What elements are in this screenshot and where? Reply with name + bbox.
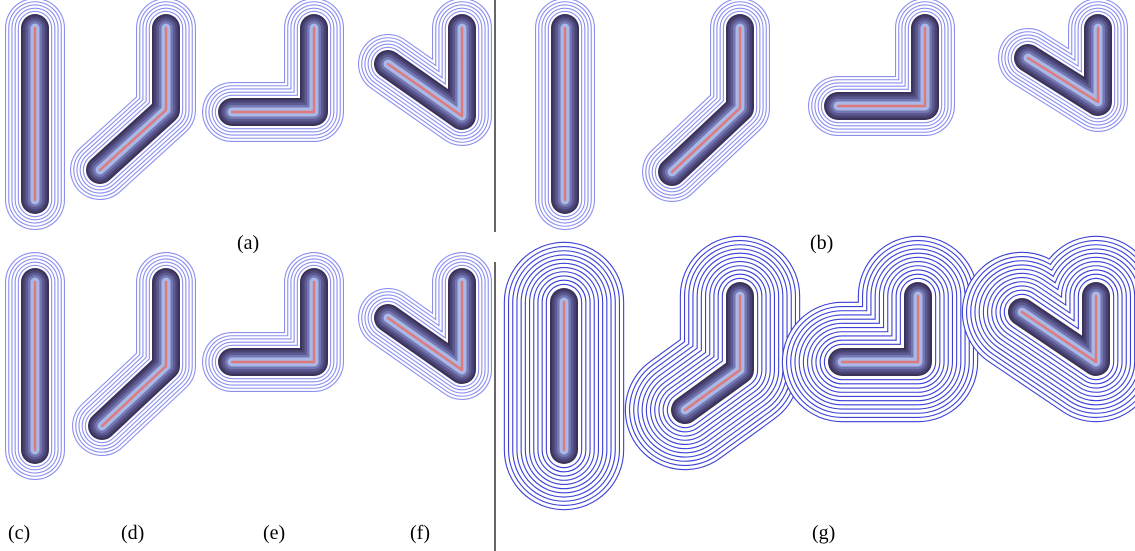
skeleton-line [230,26,316,114]
skeleton-line [98,26,168,172]
skeleton-line [1020,294,1098,364]
skeleton-line [683,294,742,412]
skeleton-line [386,280,464,372]
shape-b-angled [642,0,770,202]
shapes-layer [5,0,1135,511]
shape-a-vshape [358,0,492,146]
shape-g-angled [624,235,801,471]
skeleton-line [100,280,168,428]
skeleton-line [836,26,927,108]
shape-body-layer [218,268,328,376]
shape-b-lshape [808,0,955,136]
skeleton-line [670,26,742,174]
shape-a-angled [70,0,196,200]
caption-f: (f) [410,522,430,544]
skeleton-line [1026,26,1100,104]
skeleton-line [386,26,464,118]
caption-d: (d) [121,522,145,544]
shape-g-vshape [961,235,1135,423]
shape-e-lshape [202,252,344,392]
skeleton-line [840,294,920,364]
shape-b-vshape [998,0,1128,132]
caption-c: (c) [8,522,31,544]
caption-b: (b) [810,232,834,254]
caption-g: (g) [812,522,836,544]
shape-body-layer [218,14,328,126]
skeleton-line [230,280,316,364]
caption-e: (e) [263,522,286,544]
caption-a: (a) [237,232,260,254]
shape-g-lshape [781,235,979,423]
shape-d-angled [72,252,196,456]
shape-f-vshape [358,252,492,400]
shape-a-lshape [202,0,344,142]
